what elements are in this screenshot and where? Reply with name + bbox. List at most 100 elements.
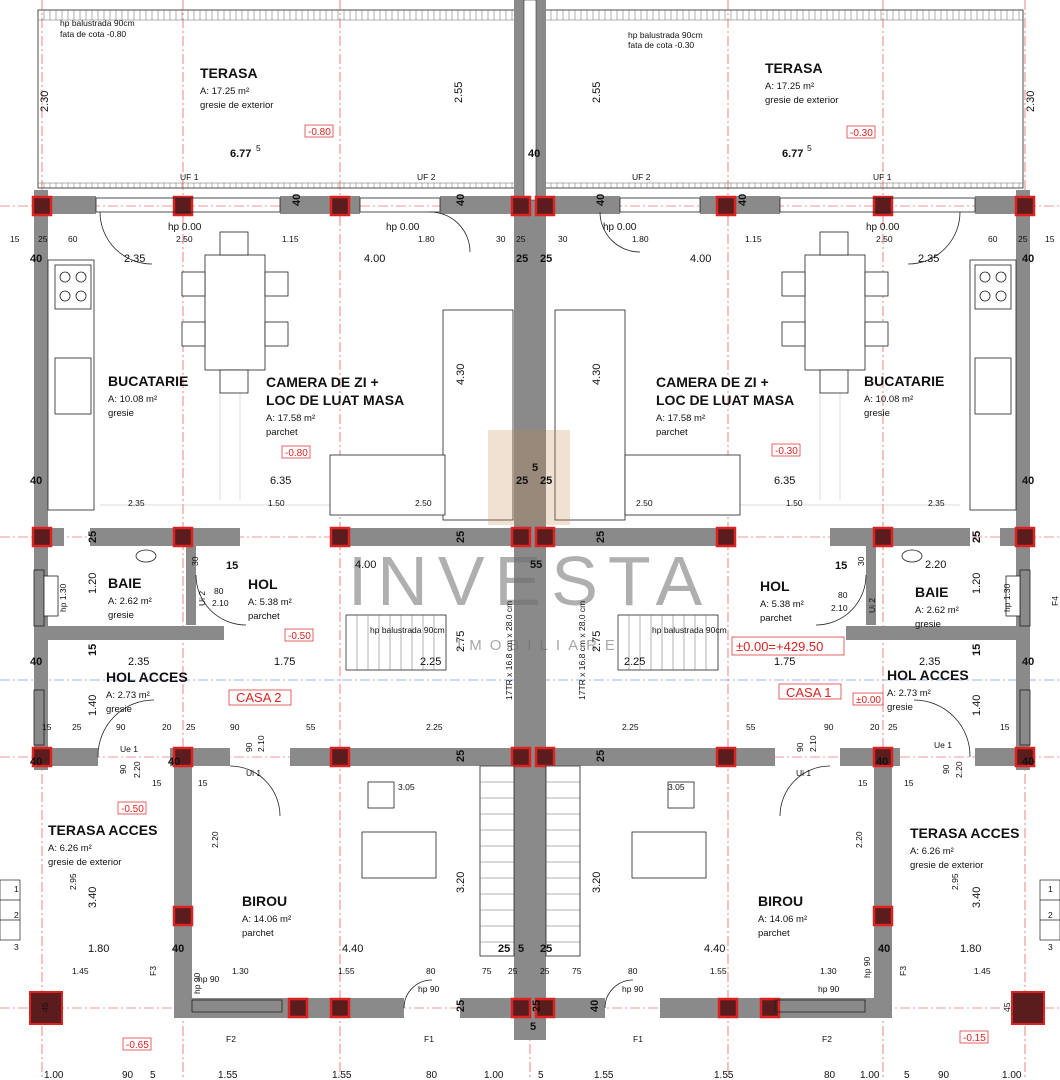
dim-dims-bot-80b: 80 [824, 1070, 836, 1080]
column-1 [172, 195, 194, 217]
room-finish: gresie de exterior [48, 857, 121, 868]
level-camera-left: -0.80 [285, 448, 308, 459]
dim-dims-c40-a: 40 [528, 148, 540, 160]
column-15 [1014, 526, 1036, 548]
dim-dims-row1-180: 1.80 [418, 234, 435, 244]
dim-dims-t-677-l: 6.77 [230, 148, 251, 160]
dim-dims-bot-155b: 1.55 [332, 1070, 352, 1080]
column-7 [1014, 195, 1036, 217]
level-hol-left: -0.50 [288, 631, 311, 642]
room-finish: parchet [760, 613, 792, 624]
dim-dims-har-225: 2.25 [622, 722, 639, 732]
note-balustrada-right-1: hp balustrada 90cm [628, 30, 703, 40]
dim-dims-b-30-r: 30 [856, 556, 866, 566]
dim-openings-hp90-5: hp 90 [818, 984, 840, 994]
column-27 [329, 997, 351, 1019]
dim-dims-bot-100-d: 1.00 [1002, 1070, 1022, 1080]
dim-openings-d210-r: 2.10 [831, 603, 848, 613]
dim-openings-ui1-l: Ui 1 [246, 768, 261, 778]
room-finish: parchet [758, 928, 790, 939]
dim-openings-uf2-r: UF 2 [632, 172, 651, 182]
dim-dims-k-235-l: 2.35 [124, 253, 145, 265]
room-finish: gresie [106, 704, 132, 715]
column-12 [534, 526, 556, 548]
room-finish: gresie de exterior [910, 860, 983, 871]
dim-dims-c25-e: 25 [87, 531, 99, 543]
note-stair-left: 17TR x 16.8 cm x 28.0 cm [504, 601, 514, 700]
dim-dims-h-225-l: 2.25 [420, 656, 441, 668]
dim-dims-k-400-r: 4.00 [690, 253, 711, 265]
dim-dims-f-45-r: 45 [1002, 1002, 1012, 1012]
dim-openings-hp000-2: hp 0.00 [386, 222, 420, 233]
note-balustrada-left-1: hp balustrada 90cm [60, 18, 135, 28]
openings [33, 197, 1031, 1013]
dim-dims-e-90-l: 90 [244, 742, 254, 752]
room-name: BIROU [242, 893, 287, 909]
column-21 [715, 746, 737, 768]
dim-dims-e-210-l: 2.10 [256, 735, 266, 752]
room-name: TERASA [200, 65, 258, 81]
dim-dims-row1r-180: 1.80 [632, 234, 649, 244]
dim-dims-c40-o: 40 [1022, 756, 1034, 768]
dim-openings-hp90-2: hp 90 [192, 972, 202, 994]
dim-dims-bot-100-c: 1.00 [860, 1070, 880, 1080]
column-29 [534, 997, 556, 1019]
dim-dims-ha-55: 55 [306, 722, 316, 732]
dim-dims-c40-i: 40 [1022, 475, 1034, 487]
column-19 [510, 746, 532, 768]
watermark: INVESTA IMOBILIARE [348, 430, 702, 654]
dim-dims-f-15-d: 15 [904, 778, 914, 788]
dim-openings-ui2-r: Ui 2 [867, 598, 877, 613]
dim-dims-step1r: 1 [1048, 884, 1053, 894]
casa-2-label: CASA 2 [236, 690, 282, 705]
dim-dims-t-677-sup-r: 5 [807, 143, 812, 153]
room-area: A: 17.25 m² [765, 81, 814, 92]
dim-openings-d80-r: 80 [838, 590, 848, 600]
dim-dims-f-155-l: 1.55 [338, 966, 355, 976]
dim-dims-f-75-r: 75 [572, 966, 582, 976]
dim-dims-h-235-r: 2.35 [919, 656, 940, 668]
dim-dims-har-55: 55 [746, 722, 756, 732]
furniture [43, 231, 1021, 957]
room-name: HOL ACCES [887, 667, 969, 683]
dim-dims-f-45-l: 45 [40, 1002, 50, 1012]
dim-dims-c40-p: 40 [172, 943, 184, 955]
dim-dims-c25-j: 25 [595, 750, 607, 762]
column-9 [172, 526, 194, 548]
dim-openings-hp90-4: hp 90 [622, 984, 644, 994]
room-area: A: 10.08 m² [108, 394, 157, 405]
stairs [345, 615, 707, 943]
dim-dims-row1-25b: 25 [516, 234, 526, 244]
dim-dims-r2-150-r: 1.50 [786, 498, 803, 508]
dim-dims-f-25-l: 25 [508, 966, 518, 976]
dim-dims-row1-30: 30 [496, 234, 506, 244]
dim-dims-bot-100-b: 1.00 [484, 1070, 504, 1080]
dim-dims-t-677-r: 6.77 [782, 148, 803, 160]
room-area: A: 14.06 m² [242, 914, 291, 925]
room-finish: parchet [266, 427, 298, 438]
room-name: HOL ACCES [106, 669, 188, 685]
dim-openings-d210-l: 2.10 [212, 598, 229, 608]
dim-openings-hp000-3: hp 0.00 [603, 222, 637, 233]
dim-dims-bot-80: 80 [426, 1070, 438, 1080]
dim-openings-f3-l: F3 [148, 966, 158, 976]
dim-dims-step2r: 2 [1048, 910, 1053, 920]
level-terasa-right: -0.30 [850, 128, 873, 139]
dim-openings-uf1-l: UF 1 [180, 172, 199, 182]
dim-dims-c25-d: 25 [540, 475, 552, 487]
dim-dims-c40-f: 40 [30, 253, 42, 265]
dim-dims-c25-a: 25 [516, 253, 528, 265]
dim-openings-d80-l: 80 [214, 586, 224, 596]
column-10 [329, 526, 351, 548]
room-area: A: 5.38 m² [760, 599, 804, 610]
dim-dims-c40-j: 40 [30, 656, 42, 668]
dim-dims-ha-25: 25 [72, 722, 82, 732]
room-name: BUCATARIE [864, 373, 944, 389]
dim-openings-ue1-l: Ue 1 [120, 744, 138, 754]
dim-dims-row1-25: 25 [38, 234, 48, 244]
dim-dims-v-15-l: 15 [87, 644, 99, 656]
dim-openings-f1-r: F1 [633, 1034, 643, 1044]
column-11 [510, 526, 532, 548]
dim-openings-f1-l: F1 [424, 1034, 434, 1044]
